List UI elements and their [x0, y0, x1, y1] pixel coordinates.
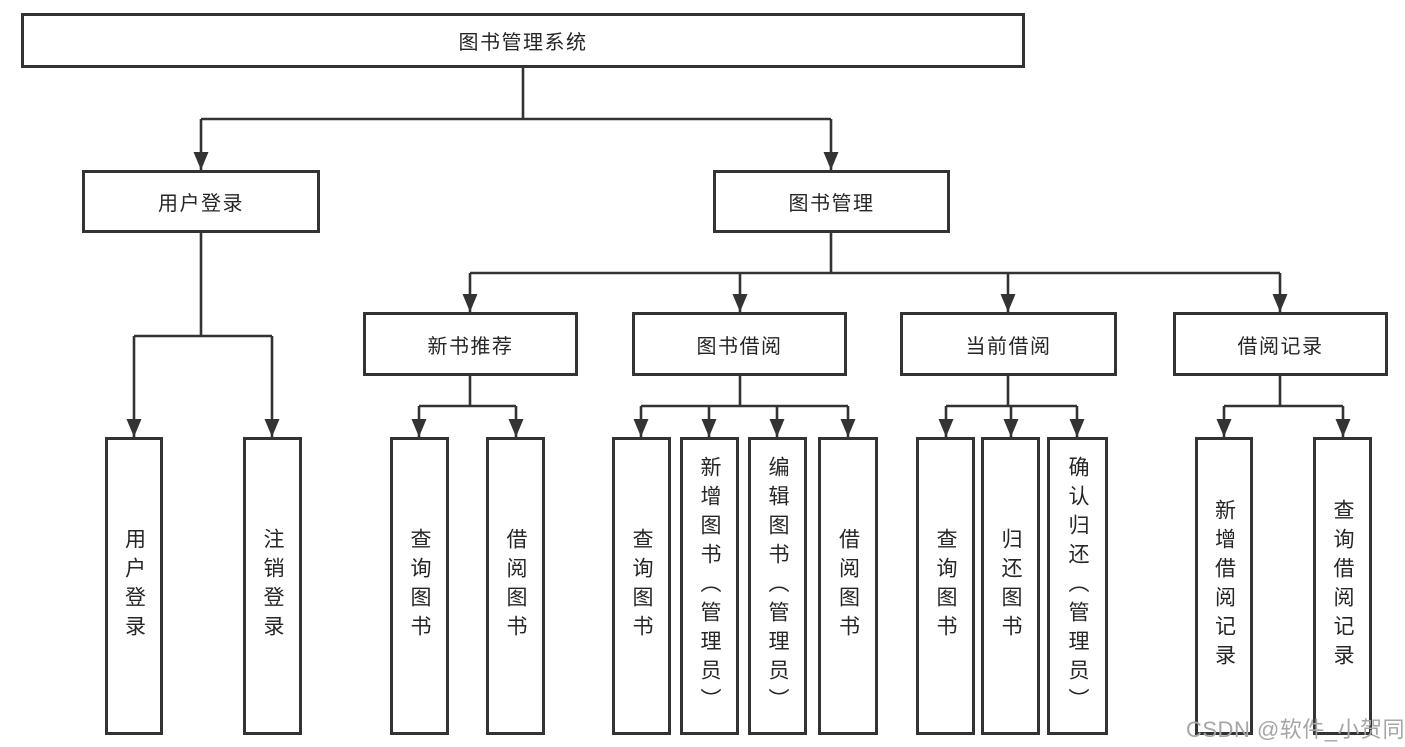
leaf-borrow-add-admin: 新增图书（管理员）	[680, 437, 739, 735]
leaf-borrow-query: 查询图书	[612, 437, 671, 735]
leaf-newbook-borrow: 借阅图书	[486, 437, 545, 735]
leaf-label: 注销登录	[261, 528, 284, 644]
leaf-label: 用户登录	[122, 528, 146, 644]
leaf-label: 借阅图书	[504, 528, 527, 644]
node-book-management: 图书管理	[713, 170, 950, 233]
leaf-label: 新增图书（管理员）	[698, 455, 721, 717]
leaf-label: 编辑图书（管理员）	[766, 455, 789, 717]
leaf-user-login: 用户登录	[105, 437, 163, 735]
leaf-label: 查询图书	[408, 528, 431, 644]
leaf-logout: 注销登录	[243, 437, 302, 735]
leaf-record-query: 查询借阅记录	[1313, 437, 1372, 735]
leaf-current-return: 归还图书	[981, 437, 1040, 735]
leaf-label: 归还图书	[999, 528, 1022, 644]
leaf-label: 确认归还（管理员）	[1066, 455, 1089, 717]
leaf-record-add: 新增借阅记录	[1195, 437, 1253, 735]
node-borrow-records: 借阅记录	[1173, 312, 1388, 376]
leaf-label: 查询借阅记录	[1331, 499, 1354, 673]
leaf-label: 借阅图书	[836, 528, 860, 644]
leaf-current-query: 查询图书	[916, 437, 975, 735]
leaf-newbook-query: 查询图书	[390, 437, 449, 735]
leaf-label: 新增借阅记录	[1212, 499, 1236, 673]
leaf-label: 查询图书	[934, 528, 957, 644]
leaf-current-confirm-admin: 确认归还（管理员）	[1047, 437, 1108, 735]
node-root-title: 图书管理系统	[21, 13, 1025, 68]
watermark-text: CSDN @软件_小贺同学	[1186, 717, 1405, 742]
node-user-login: 用户登录	[82, 170, 320, 233]
node-book-borrow: 图书借阅	[632, 312, 847, 376]
leaf-borrow-edit-admin: 编辑图书（管理员）	[748, 437, 807, 735]
leaf-borrow-borrow: 借阅图书	[818, 437, 878, 735]
leaf-label: 查询图书	[630, 528, 653, 644]
node-current-borrow: 当前借阅	[900, 312, 1117, 376]
node-new-book-recommend: 新书推荐	[363, 312, 578, 376]
